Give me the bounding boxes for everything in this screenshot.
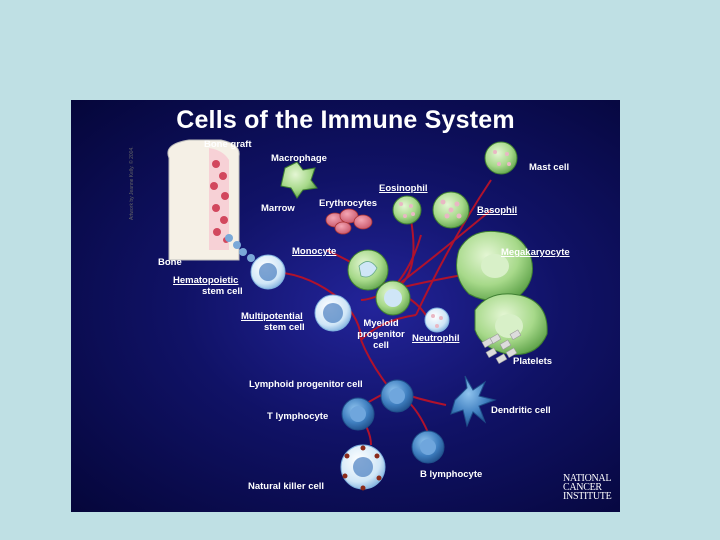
platelets-shape xyxy=(481,329,522,365)
eosinophil-shape xyxy=(392,195,422,225)
label-multipotential-stem-cell: stem cell xyxy=(264,322,305,333)
label-dendritic-cell: Dendritic cell xyxy=(491,405,551,416)
label-lymphoid-progenitor: Lymphoid progenitor cell xyxy=(249,379,363,390)
label-mast-cell: Mast cell xyxy=(529,162,570,173)
label-hematopoietic-stem-cell: stem cell xyxy=(202,286,243,297)
artwork-credit: Artwork by Jeanne Kelly. © 2004. xyxy=(129,146,135,220)
label-t-lymphocyte: T lymphocyte xyxy=(267,411,329,422)
label-erythrocytes: Erythrocytes xyxy=(319,198,378,209)
nci-logo-line1: NATIONAL xyxy=(563,473,612,484)
label-monocyte: Monocyte xyxy=(292,246,337,257)
slide-title: Cells of the Immune System xyxy=(176,106,515,134)
label-bone: Bone xyxy=(158,257,182,268)
nci-logo-line3: INSTITUTE xyxy=(563,491,612,502)
nci-logo: NATIONAL CANCER INSTITUTE xyxy=(563,473,619,502)
dendritic-cell-shape xyxy=(450,375,497,428)
label-multipotential: Multipotential xyxy=(241,311,303,322)
lymphoid-progenitor-shape xyxy=(380,379,414,413)
basophil-shape xyxy=(432,191,470,229)
neutrophil-shape xyxy=(424,307,450,333)
hematopoietic-stem-cell-shape xyxy=(250,254,286,290)
label-bone-graft: Bone graft xyxy=(204,139,252,150)
bone-graft xyxy=(167,139,255,262)
label-marrow: Marrow xyxy=(261,203,295,214)
b-lymphocyte-shape xyxy=(411,430,445,464)
label-myeloid-cell: cell xyxy=(373,340,389,351)
label-myeloid-progenitor: progenitor xyxy=(357,329,405,340)
label-natural-killer-cell: Natural killer cell xyxy=(248,481,325,492)
label-basophil: Basophil xyxy=(477,205,518,216)
nci-logo-line2: CANCER xyxy=(563,482,602,493)
label-b-lymphocyte: B lymphocyte xyxy=(420,469,483,480)
label-myeloid: Myeloid xyxy=(363,318,399,329)
macrophage-shape xyxy=(280,161,318,199)
erythrocytes-shape xyxy=(325,208,373,235)
monocyte-shape xyxy=(347,249,389,291)
label-macrophage: Macrophage xyxy=(271,153,327,164)
label-megakaryocyte: Megakaryocyte xyxy=(501,247,570,258)
natural-killer-cell-shape xyxy=(340,444,386,491)
mast-cell-shape xyxy=(484,141,518,175)
immune-cells-diagram xyxy=(167,139,548,491)
label-eosinophil: Eosinophil xyxy=(379,183,428,194)
label-hematopoietic: Hematopoietic xyxy=(173,275,239,286)
multipotential-stem-cell-shape xyxy=(314,294,352,332)
t-lymphocyte-shape xyxy=(341,397,375,431)
label-neutrophil: Neutrophil xyxy=(412,333,460,344)
label-platelets: Platelets xyxy=(513,356,553,367)
myeloid-progenitor-shape xyxy=(375,280,411,316)
slide: Cells of the Immune System Bone graft Ma… xyxy=(71,100,620,512)
